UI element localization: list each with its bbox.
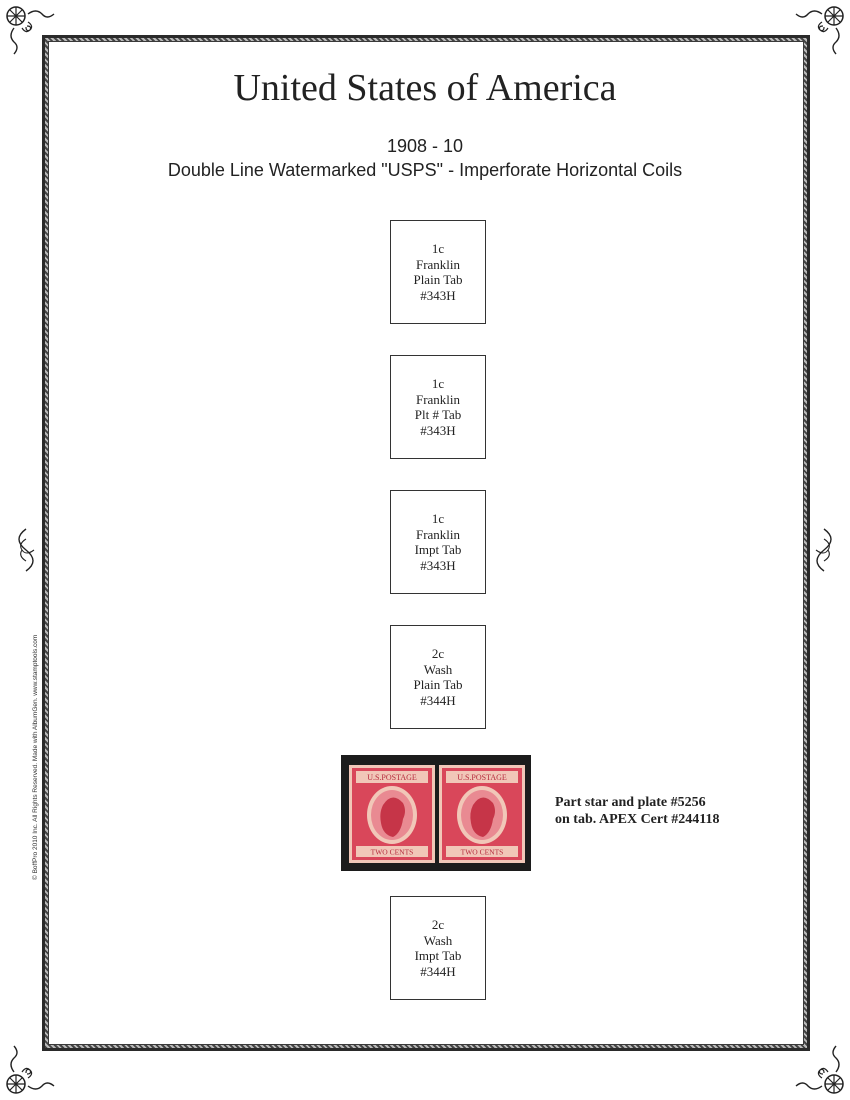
stamp-space-343h-impt-tab: 1c Franklin Impt Tab #343H bbox=[390, 490, 486, 594]
stamp-type: Plain Tab bbox=[413, 272, 463, 287]
issue-description: Double Line Watermarked "USPS" - Imperfo… bbox=[167, 160, 683, 180]
stamp-space-343h-plate-tab: 1c Franklin Plt # Tab #343H bbox=[390, 355, 486, 459]
stamp-type: Impt Tab bbox=[414, 948, 462, 963]
stamp-catalog-number: #343H bbox=[420, 557, 456, 573]
stamp-subject: Franklin bbox=[415, 391, 461, 407]
stamp-note-line-2: on tab. APEX Cert #244118 bbox=[555, 812, 720, 827]
stamp-image-left: U.S.POSTAGE TWO CENTS bbox=[349, 765, 435, 863]
stamp-denomination: 2c bbox=[431, 646, 445, 661]
stamp-bottom-text: TWO CENTS bbox=[371, 848, 414, 857]
stamp-top-text: U.S.POSTAGE bbox=[367, 773, 417, 782]
corner-ornament-icon bbox=[6, 1045, 55, 1094]
corner-ornament-icon bbox=[795, 6, 844, 55]
page-border-outer bbox=[42, 35, 810, 1051]
stamp-bottom-text: TWO CENTS bbox=[461, 848, 504, 857]
stamp-image-right: U.S.POSTAGE TWO CENTS bbox=[439, 765, 525, 863]
stamp-type: Plt # Tab bbox=[414, 407, 462, 422]
stamp-catalog-number: #344H bbox=[420, 963, 456, 979]
stamp-subject: Franklin bbox=[415, 526, 461, 542]
side-ornament-icon bbox=[18, 528, 35, 572]
stamp-note-line-1: Part star and plate #5256 bbox=[555, 795, 706, 810]
stamp-denomination: 1c bbox=[431, 241, 445, 256]
stamp-subject: Wash bbox=[423, 661, 453, 677]
stamp-denomination: 1c bbox=[431, 376, 445, 391]
stamp-subject: Wash bbox=[423, 932, 453, 948]
side-ornament-icon bbox=[815, 528, 832, 572]
page-title: United States of America bbox=[233, 67, 617, 109]
stamp-space-344h-plain-tab: 2c Wash Plain Tab #344H bbox=[390, 625, 486, 729]
stamp-type: Impt Tab bbox=[414, 542, 462, 557]
stamp-denomination: 2c bbox=[431, 917, 445, 932]
stamp-catalog-number: #344H bbox=[420, 692, 456, 708]
stamp-subject: Franklin bbox=[415, 256, 461, 272]
page-border-pattern bbox=[45, 38, 807, 1048]
stamp-type: Plain Tab bbox=[413, 677, 463, 692]
corner-ornament-icon bbox=[6, 6, 55, 55]
page-border-inner bbox=[48, 41, 804, 1045]
stamp-pair-photo: U.S.POSTAGE TWO CENTS U.S.POSTAGE TWO CE… bbox=[341, 755, 531, 871]
stamp-space-343h-plain-tab: 1c Franklin Plain Tab #343H bbox=[390, 220, 486, 324]
stamp-space-344h-impt-tab: 2c Wash Impt Tab #344H bbox=[390, 896, 486, 1000]
stamp-top-text: U.S.POSTAGE bbox=[457, 773, 507, 782]
copyright-notice: © BoffPro 2010 Inc. All Rights Reserved.… bbox=[32, 634, 39, 880]
corner-ornament-icon bbox=[795, 1045, 844, 1094]
stamp-denomination: 1c bbox=[431, 511, 445, 526]
stamp-catalog-number: #343H bbox=[420, 422, 456, 438]
stamp-note: Part star and plate #5256 on tab. APEX C… bbox=[555, 794, 720, 828]
stamp-catalog-number: #343H bbox=[420, 287, 456, 303]
issue-years: 1908 - 10 bbox=[386, 136, 464, 156]
